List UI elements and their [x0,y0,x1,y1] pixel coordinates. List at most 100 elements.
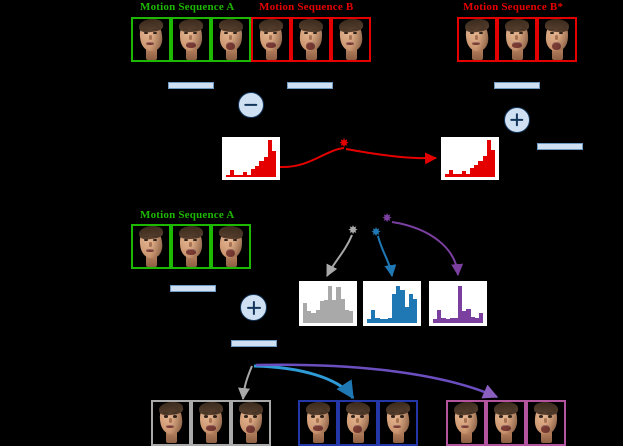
histogram-bar [234,174,239,177]
face-image [529,402,563,444]
frame-thumbnail[interactable] [131,224,171,269]
label-motion-sequence-bstar-top: Motion Sequence B* [463,1,564,13]
face-image [500,19,534,60]
frame-thumbnail[interactable] [497,17,537,62]
histogram-red-left [222,137,280,180]
histogram-bar [311,312,316,323]
histogram-bar [458,285,463,323]
histogram-bar [466,308,471,323]
operator-plus-top[interactable] [504,107,530,133]
histogram-bar [486,140,491,177]
face-image [174,19,208,60]
histogram-bar [404,307,409,323]
sequence-bstar-top[interactable] [457,17,577,62]
sequence-a-top[interactable] [131,17,251,62]
face-image [341,402,375,444]
frame-thumbnail[interactable] [526,400,566,446]
sequence-a-mid[interactable] [131,224,251,269]
down-arrow-to-output [231,340,277,347]
histogram-bar [441,318,446,323]
frame-thumbnail[interactable] [171,17,211,62]
blue-arrow-to-histogram [377,235,397,277]
frame-thumbnail[interactable] [151,400,191,446]
frame-thumbnail[interactable] [338,400,378,446]
histogram-bar [315,309,320,323]
frame-thumbnail[interactable] [171,224,211,269]
histogram-bar [445,174,450,177]
blue-arrow-to-sequence [253,364,355,400]
histogram-bar [246,174,252,177]
label-motion-sequence-a-top: Motion Sequence A [140,1,235,13]
histogram-bar [371,309,376,323]
frame-thumbnail[interactable] [457,17,497,62]
histogram-bar [230,170,235,177]
histogram-bar [267,140,272,177]
histogram-bar [242,171,247,177]
frame-thumbnail[interactable] [446,400,486,446]
histogram-bar [323,299,329,323]
sequence-b-top[interactable] [251,17,371,62]
histogram-bar [462,311,467,323]
histogram-bar [383,319,388,323]
frame-thumbnail[interactable] [211,224,251,269]
histogram-bar [400,290,405,323]
histogram-bar [255,165,260,177]
histogram-bar [367,319,372,323]
histogram-bar [445,319,450,323]
frame-thumbnail[interactable] [131,17,171,62]
face-image [460,19,494,60]
frame-thumbnail[interactable] [486,400,526,446]
frame-thumbnail[interactable] [291,17,331,62]
histogram-bar [408,294,413,323]
sequence-output-magenta[interactable] [446,400,566,446]
histogram-bar [474,317,479,323]
histogram-bar [453,174,458,177]
frame-thumbnail[interactable] [537,17,577,62]
histogram-bar [478,160,483,177]
histogram-bar [465,174,471,177]
face-image [449,402,483,444]
histogram-bar [474,165,479,177]
histogram-bar [482,156,487,177]
histogram-bar [307,311,312,323]
face-image [540,19,574,60]
frame-thumbnail[interactable] [378,400,418,446]
histogram-purple [429,281,487,326]
gray-arrow-to-histogram [326,234,353,277]
gray-star-marker: ✸ [348,223,359,237]
frame-thumbnail[interactable] [191,400,231,446]
face-image [214,19,248,60]
histogram-bar [271,151,277,177]
histogram-bar [303,302,308,323]
histogram-bar [470,316,475,323]
frame-thumbnail[interactable] [251,17,291,62]
histogram-bar [461,171,466,177]
histogram-gray [299,281,357,326]
frame-thumbnail[interactable] [331,17,371,62]
frame-thumbnail[interactable] [298,400,338,446]
histogram-bar [449,318,454,323]
frame-thumbnail[interactable] [231,400,271,446]
sequence-output-gray[interactable] [151,400,271,446]
histogram-bar [387,317,393,323]
down-arrow-a-top [168,82,214,89]
operator-minus[interactable] [238,92,264,118]
histogram-bar [226,174,231,177]
histogram-bar [478,312,484,323]
down-arrow-bstar-hist [537,143,583,150]
histogram-bar [375,318,380,323]
face-image [234,402,268,444]
sequence-output-blue[interactable] [298,400,418,446]
histogram-bar [332,300,337,323]
histogram-blue [363,281,421,326]
histogram-bar [449,169,454,177]
histogram-bar [392,294,397,323]
purple-arrow-to-histogram [391,221,464,276]
face-image [381,402,415,444]
face-image [294,19,328,60]
frame-thumbnail[interactable] [211,17,251,62]
face-image [254,19,288,60]
magenta-arrow-to-sequence [255,363,499,399]
operator-plus-mid[interactable] [240,294,267,321]
red-curve-left [279,147,345,169]
